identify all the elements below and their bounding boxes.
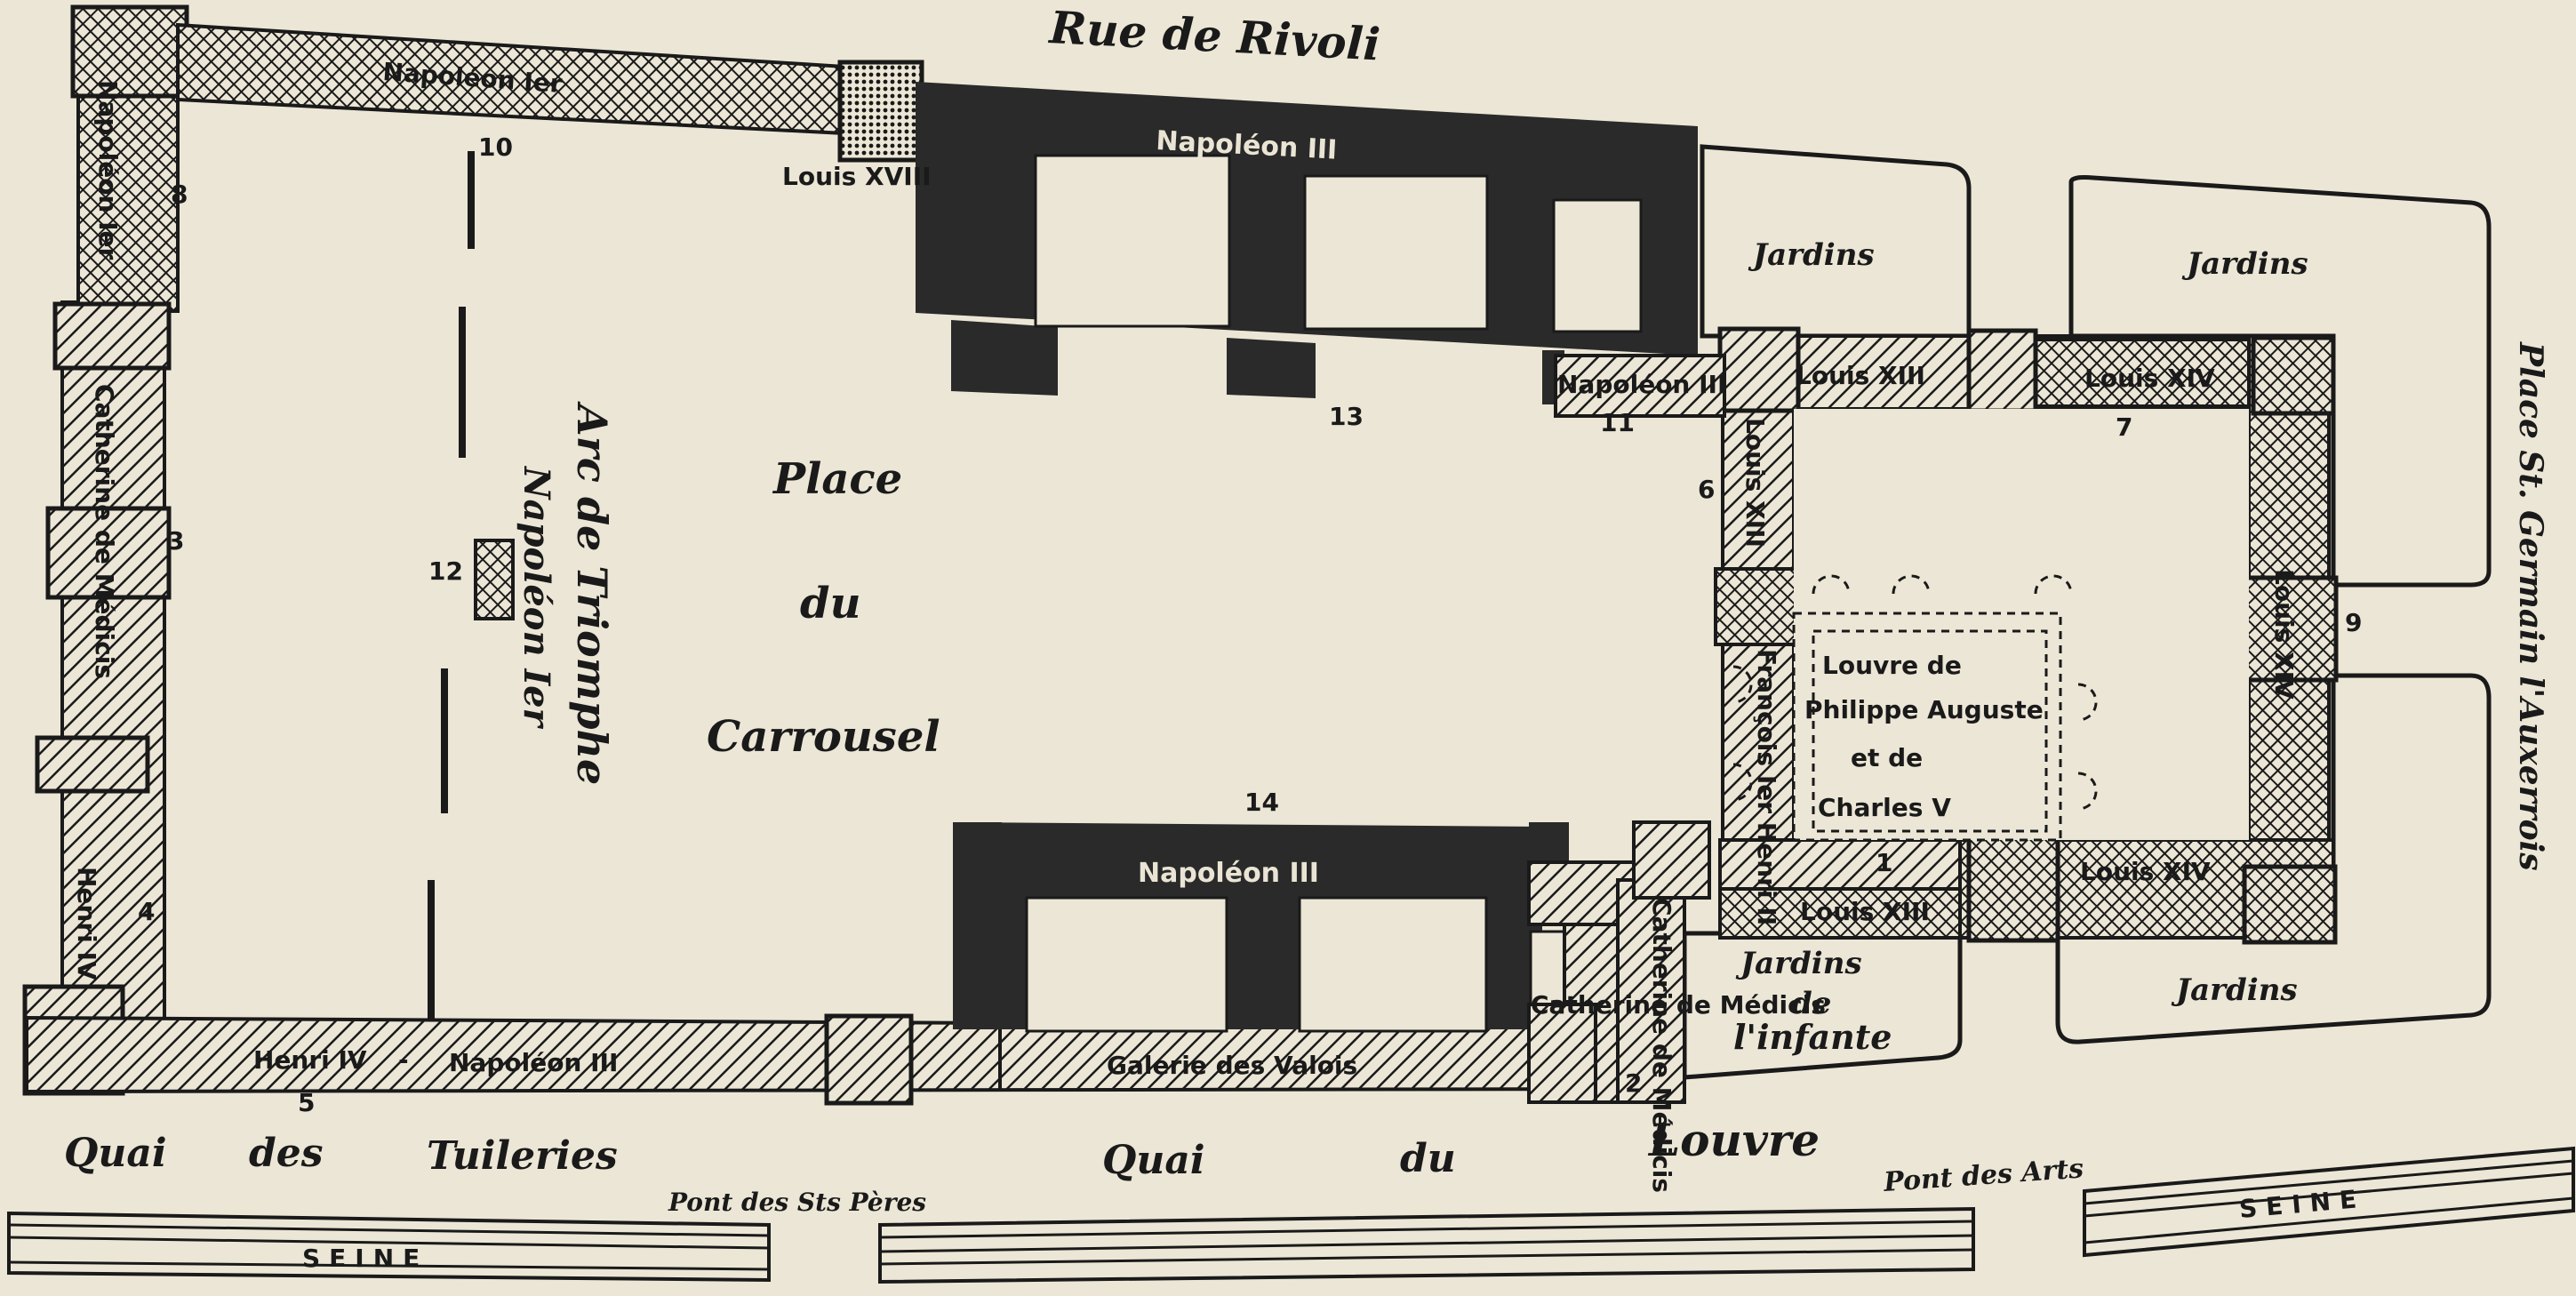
- seine-river-lines: [8, 1159, 2574, 1271]
- courtyards-south: [1025, 896, 1566, 1033]
- street-quai-tuileries-1: Quai: [64, 1131, 167, 1176]
- arc-de-triomphe-marker: [474, 539, 515, 620]
- philippe-line4: Charles V: [1818, 793, 1951, 822]
- philippe-line2: Philippe Auguste: [1804, 695, 2044, 724]
- garden-north-1-label: Jardins: [1748, 237, 1875, 273]
- louvre-philippe-outline: [1732, 574, 2098, 842]
- cour-carree-south-crosshatch: [1718, 887, 1962, 940]
- pavilion-louis-xviii: [837, 60, 924, 163]
- carrousel-grille: [428, 151, 475, 1020]
- pavilion-north-east: [2251, 335, 2336, 416]
- number-9: 9: [2345, 608, 2362, 637]
- street-quai-louvre-2: du: [1400, 1136, 1456, 1181]
- garden-north-1-outline: [1700, 144, 1972, 339]
- wing-label-henri-iv-west: Henri IV: [72, 867, 101, 980]
- street-quai-louvre-1: Quai: [1102, 1138, 1205, 1183]
- philippe-line1: Louvre de: [1822, 651, 1962, 680]
- wing-label-napoleon-iii-small: Napoléon III: [1557, 370, 1726, 399]
- garden-infante-line2: de: [1791, 986, 1831, 1021]
- garden-north-2-outline: [2068, 175, 2492, 588]
- pavilion-south-mid: [824, 1013, 914, 1106]
- number-2: 2: [1625, 1068, 1642, 1098]
- place-carrousel-line3: Carrousel: [707, 712, 940, 762]
- number-10: 10: [478, 132, 513, 162]
- number-4: 4: [138, 897, 155, 926]
- wing-label-napoleon-iii-quai: Napoléon III: [449, 1048, 618, 1077]
- number-11: 11: [1600, 408, 1635, 437]
- number-6: 6: [1698, 475, 1715, 504]
- pavilion-north-mid: [1966, 328, 2038, 413]
- wing-label-louis-xiii-west: Louis XIII: [1740, 418, 1770, 548]
- number-8: 8: [171, 180, 188, 209]
- pavilion-medicis: [1527, 1003, 1597, 1104]
- garden-south-east-outline: [2055, 673, 2492, 1044]
- wing-label-francois-henri: François Ier Henri II: [1752, 649, 1781, 925]
- courtyards-north: [1034, 154, 1643, 333]
- number-12: 12: [428, 556, 463, 586]
- pavilion-south-mid-cc: [1966, 833, 2060, 943]
- pavilion-horloge: [1714, 567, 1802, 646]
- street-quai-tuileries-3: Tuileries: [427, 1133, 618, 1179]
- wing-label-louis-xiii-north: Louis XIII: [1796, 361, 1925, 390]
- arc-de-triomphe-label: Arc de Triomphe: [568, 401, 616, 785]
- garden-infante-outline: [1682, 931, 1963, 1080]
- number-3: 3: [167, 526, 184, 556]
- arc-napoleon-label: Napoléon Ier: [516, 465, 557, 730]
- wing-label-henri-iv-south: Henri IV: [253, 1045, 367, 1075]
- wing-label-catherine-3: Catherine de Médicis: [1647, 898, 1676, 1193]
- wing-label-napoleon-iii-south: Napoléon III: [1138, 858, 1319, 889]
- pavilion-south-east: [2242, 864, 2338, 945]
- wing-label-louis-xiv-east: Louis XIV: [2269, 569, 2299, 700]
- seine-label-left: SEINE: [302, 1244, 428, 1273]
- wing-label-louis-xiv-north: Louis XIV: [2084, 364, 2215, 393]
- wing-napoleon-small-link: [1554, 354, 1726, 418]
- wing-label-louis-xiv-south: Louis XIV: [2080, 857, 2211, 886]
- philippe-line3: et de: [1851, 743, 1923, 772]
- pavilion-west-3: [35, 735, 150, 794]
- number-7: 7: [2116, 412, 2132, 442]
- wing-label-napoleon-nw: Napoléon Ier: [93, 80, 123, 260]
- cour-carree-court: [1794, 409, 2249, 840]
- place-carrousel-line1: Place: [772, 454, 902, 504]
- pavilion-northwest: [70, 4, 189, 99]
- number-1: 1: [1876, 848, 1892, 877]
- garden-south-east-label: Jardins: [2171, 972, 2298, 1008]
- garden-infante-line3: l'infante: [1733, 1017, 1892, 1057]
- pavilion-west-1: [52, 301, 172, 371]
- wing-label-louis-xiii-south: Louis XIII: [1800, 897, 1930, 926]
- pavilion-west-2: [45, 506, 172, 600]
- number-5: 5: [298, 1088, 315, 1117]
- number-14: 14: [1244, 788, 1279, 817]
- street-place-st-germain: Place St. Germain l'Auxerrois: [2512, 341, 2549, 871]
- street-quai-tuileries-2: des: [249, 1131, 324, 1176]
- bridge-st-peres: Pont des Sts Pères: [668, 1188, 926, 1217]
- garden-infante-line1: Jardins: [1735, 946, 1862, 981]
- wing-label-dash: -: [398, 1045, 409, 1075]
- wing-label-catherine-west: Catherine de Médicis: [90, 384, 119, 679]
- gardens-outlines: [1682, 144, 2492, 1080]
- wing-label-catherine-2: Catherine de Médicis: [1531, 990, 1826, 1020]
- place-carrousel-line2: du: [800, 579, 860, 628]
- street-quai-louvre-3: Louvre: [1647, 1114, 1820, 1166]
- pavilion-north-west: [1717, 326, 1801, 413]
- wing-label-galerie-valois: Galerie des Valois: [1107, 1051, 1357, 1080]
- garden-north-2-label: Jardins: [2181, 246, 2308, 282]
- number-13: 13: [1329, 402, 1364, 431]
- wing-henri-ii-link: [1632, 820, 1711, 900]
- wing-label-louis-xviii: Louis XVIII: [782, 162, 932, 191]
